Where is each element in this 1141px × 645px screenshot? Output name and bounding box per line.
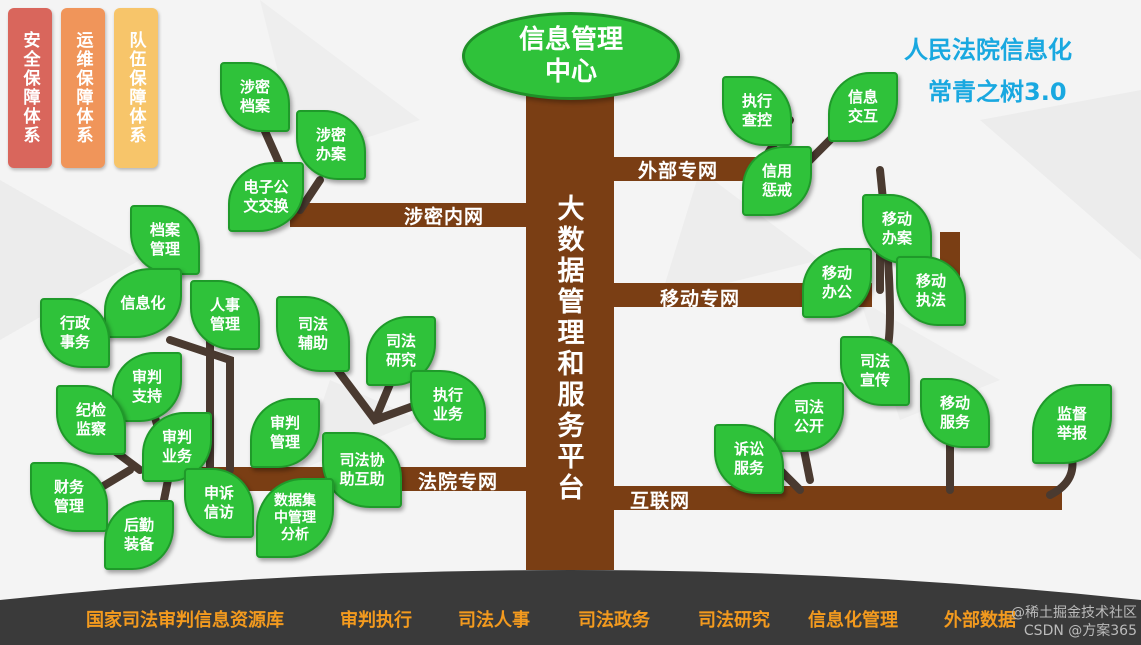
pillar-team: 队伍保障体系 (114, 8, 158, 168)
branch-label-secret-net: 涉密内网 (404, 206, 485, 228)
branch-label-external-net: 外部专网 (638, 160, 719, 182)
ground-base (0, 570, 1141, 645)
branch-label-court-net: 法院专网 (418, 471, 499, 493)
branch-internet (612, 486, 1062, 510)
title-line-1: 人民法院信息化 (904, 36, 1072, 64)
pillar-security: 安全保障体系 (8, 8, 52, 168)
base-item-trial-exec: 审判执行 (340, 610, 412, 631)
branch-label-internet: 互联网 (630, 490, 691, 512)
leaf-data-analysis: 数据集 中管理 分析 (256, 478, 334, 558)
base-item-judicial-research: 司法研究 (698, 610, 770, 631)
base-item-judicial-hr: 司法人事 (458, 610, 530, 631)
branch-secret (290, 203, 530, 227)
branch-label-mobile-net: 移动专网 (660, 288, 741, 310)
trunk (526, 80, 614, 570)
trunk-label: 大 数 据 管 理 和 服 务 平 台 (557, 194, 585, 504)
leaf-credit-punish: 信用 惩戒 (742, 146, 812, 216)
leaf-judicial-open: 司法 公开 (774, 382, 844, 452)
base-item-info-mgmt: 信息化管理 (808, 610, 898, 631)
base-item-judicial-admin: 司法政务 (578, 610, 650, 631)
watermark-juejin: @稀土掘金技术社区 (1011, 605, 1137, 621)
pillar-operations: 运维保障体系 (61, 8, 105, 168)
base-item-external-data: 外部数据 (944, 610, 1016, 631)
watermark-csdn: CSDN @方案365 (1023, 623, 1137, 639)
title-line-2: 常青之树3.0 (928, 78, 1067, 106)
info-mgmt-center: 信息管理 中心 (462, 12, 680, 100)
leaf-trial-support: 审判 支持 (112, 352, 182, 422)
branch-external (612, 157, 762, 181)
base-item-resource-lib: 国家司法审判信息资源库 (86, 610, 284, 631)
